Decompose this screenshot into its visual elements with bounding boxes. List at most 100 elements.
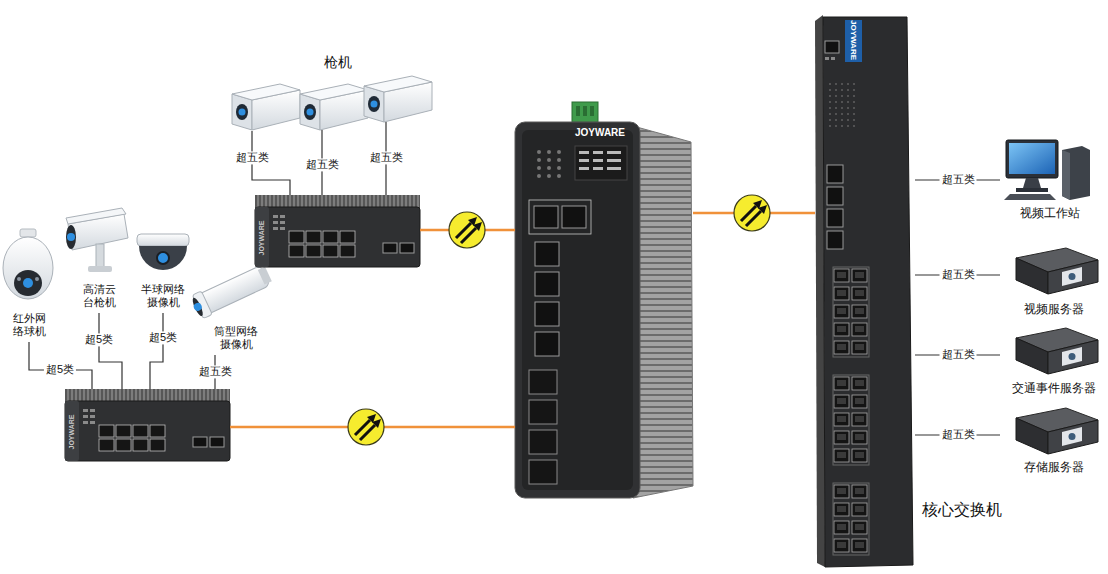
aggregation-switch: [557, 166, 561, 170]
edge-switch: [65, 389, 230, 461]
core-switch: [827, 231, 843, 249]
ptz-dome-camera: [20, 229, 36, 237]
aggregation-switch: [515, 102, 693, 498]
workstation-icon: [1004, 140, 1090, 200]
half-dome-camera: [139, 246, 187, 270]
half-dome-camera: [137, 234, 189, 246]
cable-label: 超五类: [940, 268, 977, 281]
device-label: 存储服务器: [1024, 460, 1084, 474]
aggregation-switch: [557, 174, 561, 178]
ptz-bullet-camera: [66, 208, 126, 224]
brand-mark: JOYWARE: [575, 127, 625, 139]
copper-cable: [99, 313, 122, 389]
core-switch: [845, 20, 862, 62]
core-switch: [815, 15, 913, 567]
fiber-symbol: [734, 195, 770, 231]
workstation-icon: [1009, 143, 1055, 174]
aggregation-switch: [575, 146, 627, 180]
workstation-icon: [1062, 146, 1090, 200]
camera-node: 高清云 台枪机: [66, 213, 132, 313]
server-icon: [1016, 328, 1098, 374]
aggregation-switch: [537, 166, 541, 170]
core-switch: [827, 81, 857, 129]
fiber-symbol: [449, 212, 485, 248]
core-switch: [823, 17, 913, 567]
edge-switch: [255, 195, 420, 267]
cable-label: 超五类: [197, 365, 234, 378]
aggregation-switch: [537, 174, 541, 178]
ptz-bullet-camera: [67, 233, 75, 241]
core-switch: [827, 209, 843, 227]
aggregation-switch: [557, 158, 561, 162]
aggregation-switch: [529, 200, 591, 234]
aggregation-switch: [529, 430, 557, 454]
copper-wire: [252, 122, 386, 195]
server-node: 存储服务器: [1000, 405, 1104, 478]
camera-node: 半球网络 摄像机: [132, 228, 194, 313]
aggregation-switch: [593, 167, 603, 170]
tube-camera: [192, 302, 203, 313]
aggregation-switch: [529, 400, 557, 424]
server-icon: [1016, 248, 1098, 294]
aggregation-switch: [557, 150, 561, 154]
device-label: 交通事件服务器: [1012, 381, 1096, 395]
core-switch: [833, 267, 869, 357]
aggregation-switch: [534, 206, 558, 228]
cable-label: 超5类: [83, 333, 115, 346]
bullet-camera: [300, 84, 368, 130]
aggregation-switch: [633, 126, 693, 498]
core-switch: [831, 57, 835, 60]
aggregation-switch: [547, 174, 551, 178]
cable-label: 超5类: [44, 363, 76, 376]
workstation-icon: [1006, 140, 1058, 178]
core-switch-node: JOYWARE核心交换机: [815, 15, 915, 567]
server-node: 视频服务器: [1000, 245, 1104, 320]
terminal-node: 视频工作站: [1000, 135, 1104, 223]
cable-label: 超5类: [147, 331, 179, 344]
aggregation-switch: [590, 106, 594, 116]
aggregation-switch: [593, 159, 603, 162]
device-label: 视频工作站: [1020, 206, 1080, 220]
device-label: 视频服务器: [1024, 302, 1084, 316]
aggregation-switch: [535, 332, 559, 356]
copper-cable: [150, 313, 163, 389]
aggregation-switch: [529, 460, 557, 484]
server-icon: [1016, 408, 1098, 454]
ptz-bullet-camera: [88, 266, 112, 272]
aggregation-switch: [607, 151, 621, 154]
cable-label: 超五类: [940, 428, 977, 441]
device-caption: 核心交换机: [922, 500, 1002, 519]
group-label: 枪机: [322, 54, 354, 71]
tube-camera: [258, 267, 272, 285]
core-switch: [827, 187, 843, 205]
brand-mark: JOYWARE: [258, 220, 266, 255]
aggregation-switch: [547, 150, 551, 154]
device-label: 红外网 络球机: [13, 312, 46, 338]
half-dome-camera: [137, 234, 189, 270]
fiber-symbol: [348, 409, 384, 445]
half-dome-camera: [157, 252, 169, 264]
core-switch: [833, 483, 869, 555]
connectors: [29, 180, 1000, 435]
aggregation-switch: [583, 106, 587, 116]
ptz-dome-camera: [23, 278, 33, 288]
workstation-icon: [1023, 178, 1041, 188]
tube-camera: [189, 262, 274, 320]
core-switch: [833, 375, 869, 465]
aggregation-switch: [547, 158, 551, 162]
aggregation-switch: [535, 302, 559, 326]
core-switch: [825, 41, 839, 53]
device-label: 筒型网络 摄像机: [214, 325, 258, 351]
aggregation-switch: [572, 102, 598, 122]
ptz-bullet-camera: [66, 208, 128, 272]
copper-cable: [29, 342, 92, 389]
aggregation-switch: [576, 106, 580, 116]
workstation-icon: [1004, 194, 1056, 200]
ptz-bullet-camera: [96, 244, 104, 268]
server-node: 交通事件服务器: [1000, 325, 1104, 399]
ptz-dome-camera: [14, 270, 42, 296]
device-label: 半球网络 摄像机: [141, 283, 185, 309]
